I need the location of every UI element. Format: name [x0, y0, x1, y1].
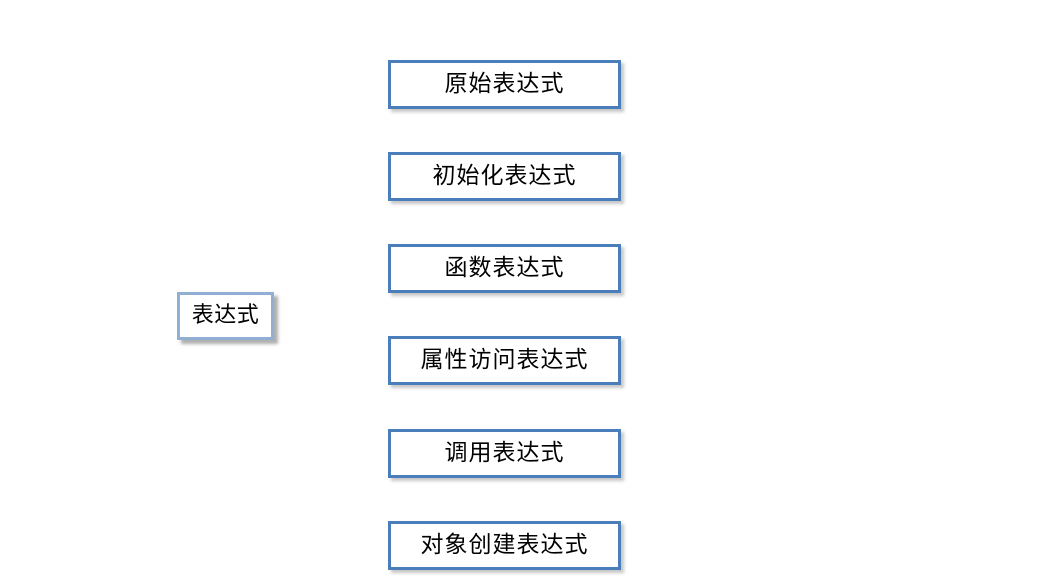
node-label: 初始化表达式	[432, 163, 577, 188]
node-label: 调用表达式	[444, 440, 565, 465]
diagram-node-initializer-expression[interactable]: 初始化表达式	[388, 152, 621, 201]
node-label: 对象创建表达式	[420, 532, 589, 557]
node-label: 原始表达式	[444, 71, 565, 96]
diagram-node-object-creation-expression[interactable]: 对象创建表达式	[388, 521, 621, 570]
diagram-node-property-access-expression[interactable]: 属性访问表达式	[388, 336, 621, 385]
diagram-node-primitive-expression[interactable]: 原始表达式	[388, 60, 621, 109]
node-label: 函数表达式	[444, 255, 565, 280]
node-label: 表达式	[191, 302, 260, 327]
node-label: 属性访问表达式	[420, 347, 589, 372]
diagram-node-call-expression[interactable]: 调用表达式	[388, 429, 621, 478]
diagram-node-root-expression[interactable]: 表达式	[177, 292, 274, 340]
diagram-node-function-expression[interactable]: 函数表达式	[388, 244, 621, 293]
